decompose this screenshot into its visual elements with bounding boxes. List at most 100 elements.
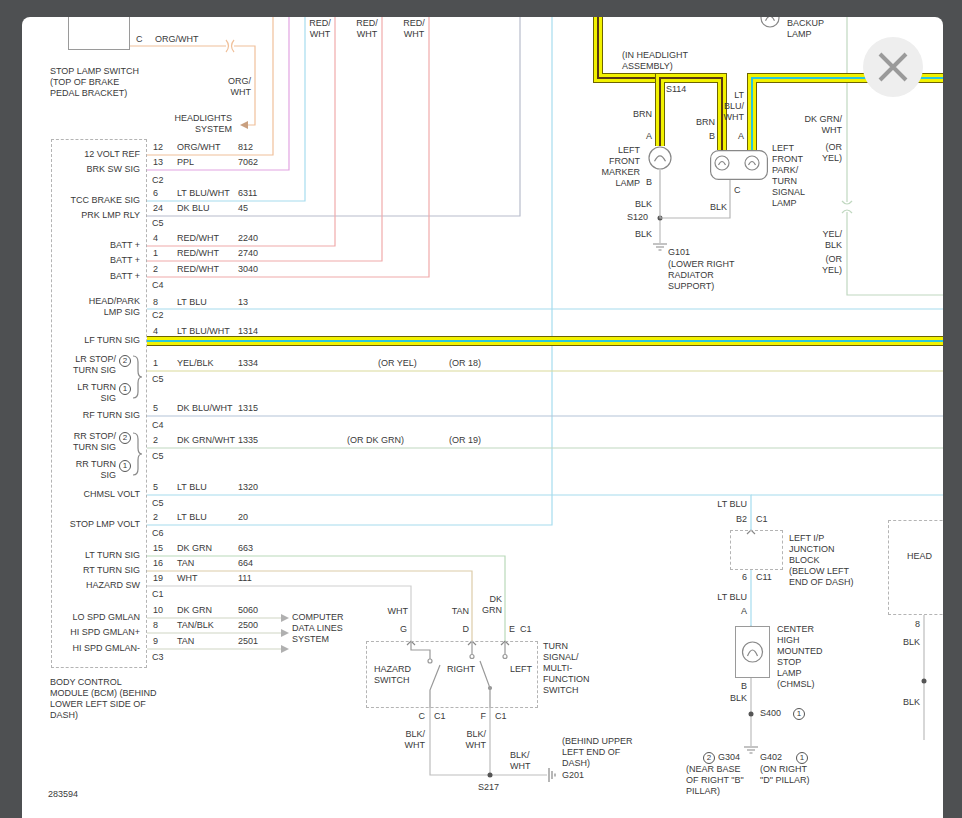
- close-button: [863, 37, 923, 97]
- wire-label: C: [734, 185, 741, 196]
- switch-contacts: [480, 661, 490, 708]
- wire-label: CHMSL VOLT: [83, 489, 140, 500]
- wire-label: TAN/BLK: [177, 620, 214, 631]
- component-label: CENTER HIGH MOUNTED STOP LAMP (CHMSL): [777, 624, 827, 690]
- wire-label: 664: [238, 558, 253, 569]
- wire-label: ORG/WHT: [155, 34, 199, 45]
- wire-label: C1: [756, 514, 768, 525]
- wire-label: 1314: [238, 326, 258, 337]
- wire-label: 663: [238, 543, 253, 554]
- wire-ppl: [147, 17, 289, 170]
- wire-label: LT BLU: [717, 499, 747, 510]
- wire-blk: [490, 708, 547, 775]
- wire-label: 45: [238, 203, 248, 214]
- wire-label: A: [646, 131, 652, 142]
- wire-label: TAN: [177, 636, 194, 647]
- wire-label: G402: [760, 752, 782, 763]
- lamp-symbol: [749, 162, 756, 166]
- wire-label: 2240: [238, 233, 258, 244]
- highlight-wire: [752, 78, 943, 150]
- wire-label: 12 VOLT REF: [84, 149, 140, 160]
- wire-label: 16: [153, 558, 163, 569]
- lamp-symbol: LEFT FRONT MARKER LAMP: [648, 146, 672, 170]
- lamp-symbol: [745, 156, 759, 170]
- wire-label: LF TURN SIG: [84, 335, 140, 346]
- wire-red-wht: [147, 17, 429, 277]
- wire-label: BRK SW SIG: [86, 164, 140, 175]
- wire-yel-blk: [147, 370, 943, 371]
- arrow-head: [281, 614, 289, 622]
- wire-connector: [660, 78, 722, 150]
- wire-label: HI SPD GMLAN+: [70, 627, 140, 638]
- lamp-symbol: [766, 17, 775, 21]
- wire-connector: [660, 78, 722, 150]
- wire-label: RED/WHT: [177, 248, 219, 259]
- component-label: LEFT FRONT MARKER LAMP: [596, 145, 640, 189]
- wire-label: RR TURN SIG: [70, 459, 116, 481]
- callout-number: 1: [796, 752, 808, 764]
- callout-number: 1: [119, 383, 131, 395]
- diagram-stage: STOP LAMP SWITCH (TOP OF BRAKE PEDAL BRA…: [22, 17, 943, 818]
- wire-label: 2740: [238, 248, 258, 259]
- wire-label: RR STOP/ TURN SIG: [70, 431, 116, 453]
- lamp-symbol: [711, 151, 768, 180]
- highlight-wire: [147, 17, 943, 341]
- label-layer: CORG/WHTORG/ WHTHEADLIGHTS SYSTEMRED/ WH…: [22, 17, 943, 818]
- wire-label: RT TURN SIG: [83, 565, 140, 576]
- wire-dk-blu-wht: [147, 415, 943, 416]
- wire-label: C5: [152, 218, 164, 229]
- wire-label: A: [741, 606, 747, 617]
- lamp-symbol: [761, 17, 779, 27]
- wire-label: LT BLU/WHT: [177, 188, 230, 199]
- switch-contacts: [411, 641, 507, 708]
- wire-blk: [430, 708, 490, 775]
- wire-connector: [660, 78, 722, 150]
- wire-label: TAN: [177, 558, 194, 569]
- wire-label: 13: [238, 297, 248, 308]
- wire-label: HAZARD SWITCH: [374, 664, 414, 686]
- wire-label: BRN: [696, 117, 715, 128]
- bracket: [133, 356, 142, 398]
- wire-label: D: [463, 624, 470, 635]
- wire-label: 2501: [238, 636, 258, 647]
- wire-label: 1320: [238, 482, 258, 493]
- wire-label: G201: [562, 770, 584, 781]
- wire-label: LT BLU: [177, 512, 207, 523]
- wire-label: 5: [153, 482, 158, 493]
- wire-label: PRK LMP RLY: [81, 210, 140, 221]
- wire-label: B: [709, 131, 715, 142]
- wire-dk-grn-wht: [847, 17, 943, 295]
- viewer-panel: STOP LAMP SWITCH (TOP OF BRAKE PEDAL BRA…: [22, 17, 943, 818]
- wire-label: RED/WHT: [177, 233, 219, 244]
- switch-box: TURN SIGNAL/ MULTI-FUNCTION SWITCH: [366, 641, 538, 708]
- wire-label: 4: [153, 326, 158, 337]
- wire-label: B: [741, 681, 747, 692]
- wire-label: BLK/ WHT: [510, 750, 538, 772]
- wire-label: BLK: [730, 693, 747, 704]
- wire-label: C5: [152, 451, 164, 462]
- wire-label: RED/ WHT: [401, 18, 427, 40]
- wire-dk-grn-wht: [147, 17, 943, 448]
- wire-label: C11: [756, 572, 772, 583]
- wire-label: 13: [153, 157, 163, 168]
- wire-connector: [750, 570, 751, 626]
- wire-org-wht: [226, 40, 234, 52]
- wire-lt-blu: [147, 17, 552, 525]
- arrow-head: [281, 614, 289, 653]
- wire-connector: [147, 586, 411, 641]
- wire-label: 20: [238, 512, 248, 523]
- switch-contacts: [489, 687, 492, 690]
- wiring-art: [130, 17, 943, 782]
- wire-label: LO SPD GMLAN: [72, 612, 140, 623]
- component-label: STOP LAMP SWITCH (TOP OF BRAKE PEDAL BRA…: [50, 66, 146, 99]
- component-label: TURN SIGNAL/ MULTI-FUNCTION SWITCH: [543, 641, 593, 696]
- wire-label: BLK/ WHT: [397, 729, 425, 751]
- connector-chevron: [407, 530, 755, 645]
- wire-label: 1334: [238, 358, 258, 369]
- switch-box: STOP LAMP SWITCH (TOP OF BRAKE PEDAL BRA…: [68, 17, 130, 50]
- wire-label: BLK: [635, 199, 652, 210]
- wire-label: BLK: [635, 229, 652, 240]
- wire-label: G304: [718, 752, 740, 763]
- wire-label: 2500: [238, 620, 258, 631]
- wire-red-wht: [147, 17, 429, 277]
